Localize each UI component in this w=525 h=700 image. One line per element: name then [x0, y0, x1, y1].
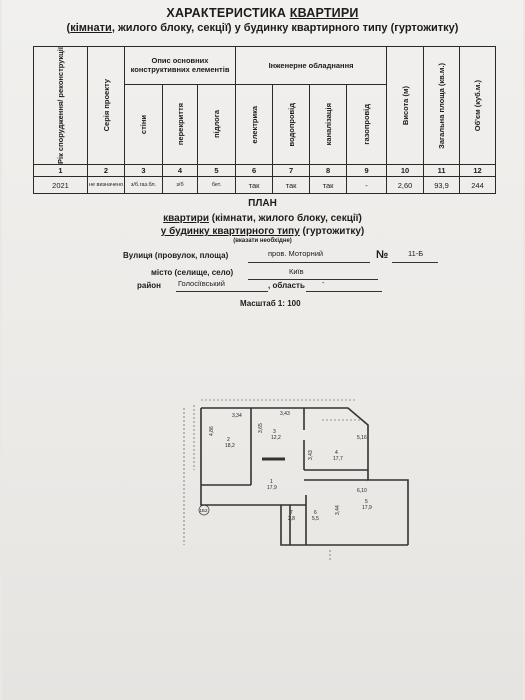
header-col-floors: перекриття: [162, 83, 198, 166]
value-volume: 244: [459, 176, 497, 195]
title-word: ХАРАКТЕРИСТИКА: [166, 6, 287, 20]
plan-subtitle-2: у будинку квартирного типу (гуртожитку): [0, 226, 525, 237]
header-col-gas: газопровід: [346, 83, 388, 166]
room-number: 7: [290, 510, 293, 516]
value-floors: з/б: [162, 176, 198, 195]
region-label: , область: [268, 281, 305, 290]
subtitle-open: (: [66, 22, 71, 34]
region-value: -: [322, 278, 325, 287]
document-title: ХАРАКТЕРИСТИКА КВАРТИРИ: [0, 6, 525, 20]
plan-subtitle-rest: (гуртожитку): [299, 226, 365, 237]
region-underline: [306, 291, 382, 292]
number-value: 11-Б: [408, 249, 424, 258]
room-number: 1: [270, 479, 273, 485]
subtitle-underlined: кімнати: [70, 22, 112, 34]
district-value: Голосіївський: [178, 279, 225, 288]
document-subtitle: (кімнати, жилого блоку, секції) у будинк…: [0, 22, 525, 34]
value-walls: з/б.газ.бл.: [124, 176, 163, 195]
dim-label: 3,43: [280, 411, 290, 417]
number-label: №: [376, 249, 389, 261]
title-underlined-word: КВАРТИРИ: [289, 6, 359, 20]
city-underline: [248, 279, 378, 280]
scale-label: Масштаб 1: 100: [240, 299, 301, 308]
room-number: 2: [227, 437, 230, 443]
room-area: 5,5: [312, 516, 319, 522]
header-col-volume: Об'єм (куб.м.): [459, 45, 497, 166]
entrance-mark: 1Б2: [198, 504, 210, 516]
value-area: 93,9: [423, 176, 461, 195]
room-area: 18,2: [225, 443, 235, 449]
room-area: 17,7: [333, 456, 343, 462]
plan-subtitle-rest: (кімнати, жилого блоку, секції): [209, 213, 362, 224]
value-electric: так: [235, 176, 274, 195]
value-sewer: так: [309, 176, 348, 195]
floor-plan-labels: 3,34 3,43 4,86 3,65 5,16 6,10 3,43 3,44 …: [209, 411, 372, 522]
street-value: пров. Моторний: [268, 249, 324, 258]
street-label: Вулиця (провулок, площа): [123, 251, 229, 260]
street-underline: [248, 262, 370, 263]
dim-label: 3,34: [232, 413, 242, 419]
dim-label: 6,10: [357, 488, 367, 494]
room-number: 6: [314, 510, 317, 516]
room-number: 3: [273, 429, 276, 435]
plan-subtitle-1: квартири (кімнати, жилого блоку, секції): [0, 213, 525, 224]
floor-plan-guides: [183, 399, 360, 560]
header-col-year: Рік спорудження/ реконструкції: [33, 45, 88, 166]
plan-subtitle-underlined: у будинку квартирного типу: [160, 226, 300, 237]
district-underline: [176, 291, 268, 292]
header-col-area: Загальна площа (кв.м.): [423, 45, 461, 166]
header-col-electric: електрика: [235, 83, 274, 166]
room-area: 17,9: [362, 505, 372, 511]
header-col-flooring: підлога: [196, 83, 237, 166]
entrance-mark-label: 1Б2: [200, 508, 208, 513]
value-gas: -: [346, 176, 388, 195]
dim-label: 3,43: [308, 450, 314, 460]
value-water: так: [272, 176, 311, 195]
room-area: 12,2: [271, 435, 281, 441]
header-col-walls: стіни: [124, 83, 163, 166]
city-label: місто (селище, село): [151, 268, 234, 277]
dim-label: 3,44: [335, 505, 341, 515]
header-group-structure: Опис основних конструктивних елементів: [123, 46, 237, 85]
room-number: 5: [365, 499, 368, 505]
subtitle-rest: , жилого блоку, секції) у будинку кварти…: [111, 22, 459, 34]
room-area: 17,9: [267, 485, 277, 491]
dim-label: 4,86: [209, 426, 215, 436]
number-underline: [392, 262, 438, 263]
dim-label: 5,16: [357, 435, 367, 441]
city-value: Київ: [289, 267, 304, 276]
characteristics-table: Рік спорудження/ реконструкції Серія про…: [33, 45, 497, 195]
value-series: не визначено: [87, 176, 125, 195]
plan-note: (вказати необхідне): [233, 238, 292, 244]
plan-title: ПЛАН: [248, 198, 277, 209]
plan-subtitle-underlined: квартири: [163, 213, 210, 224]
value-flooring: бет.: [196, 176, 237, 195]
district-label: район: [137, 281, 161, 290]
header-col-sewer: каналізація: [309, 83, 348, 166]
dim-label: 3,65: [258, 423, 264, 433]
room-number: 4: [335, 450, 338, 456]
room-area: 2,8: [288, 516, 295, 522]
floor-plan-walls: [200, 407, 409, 546]
